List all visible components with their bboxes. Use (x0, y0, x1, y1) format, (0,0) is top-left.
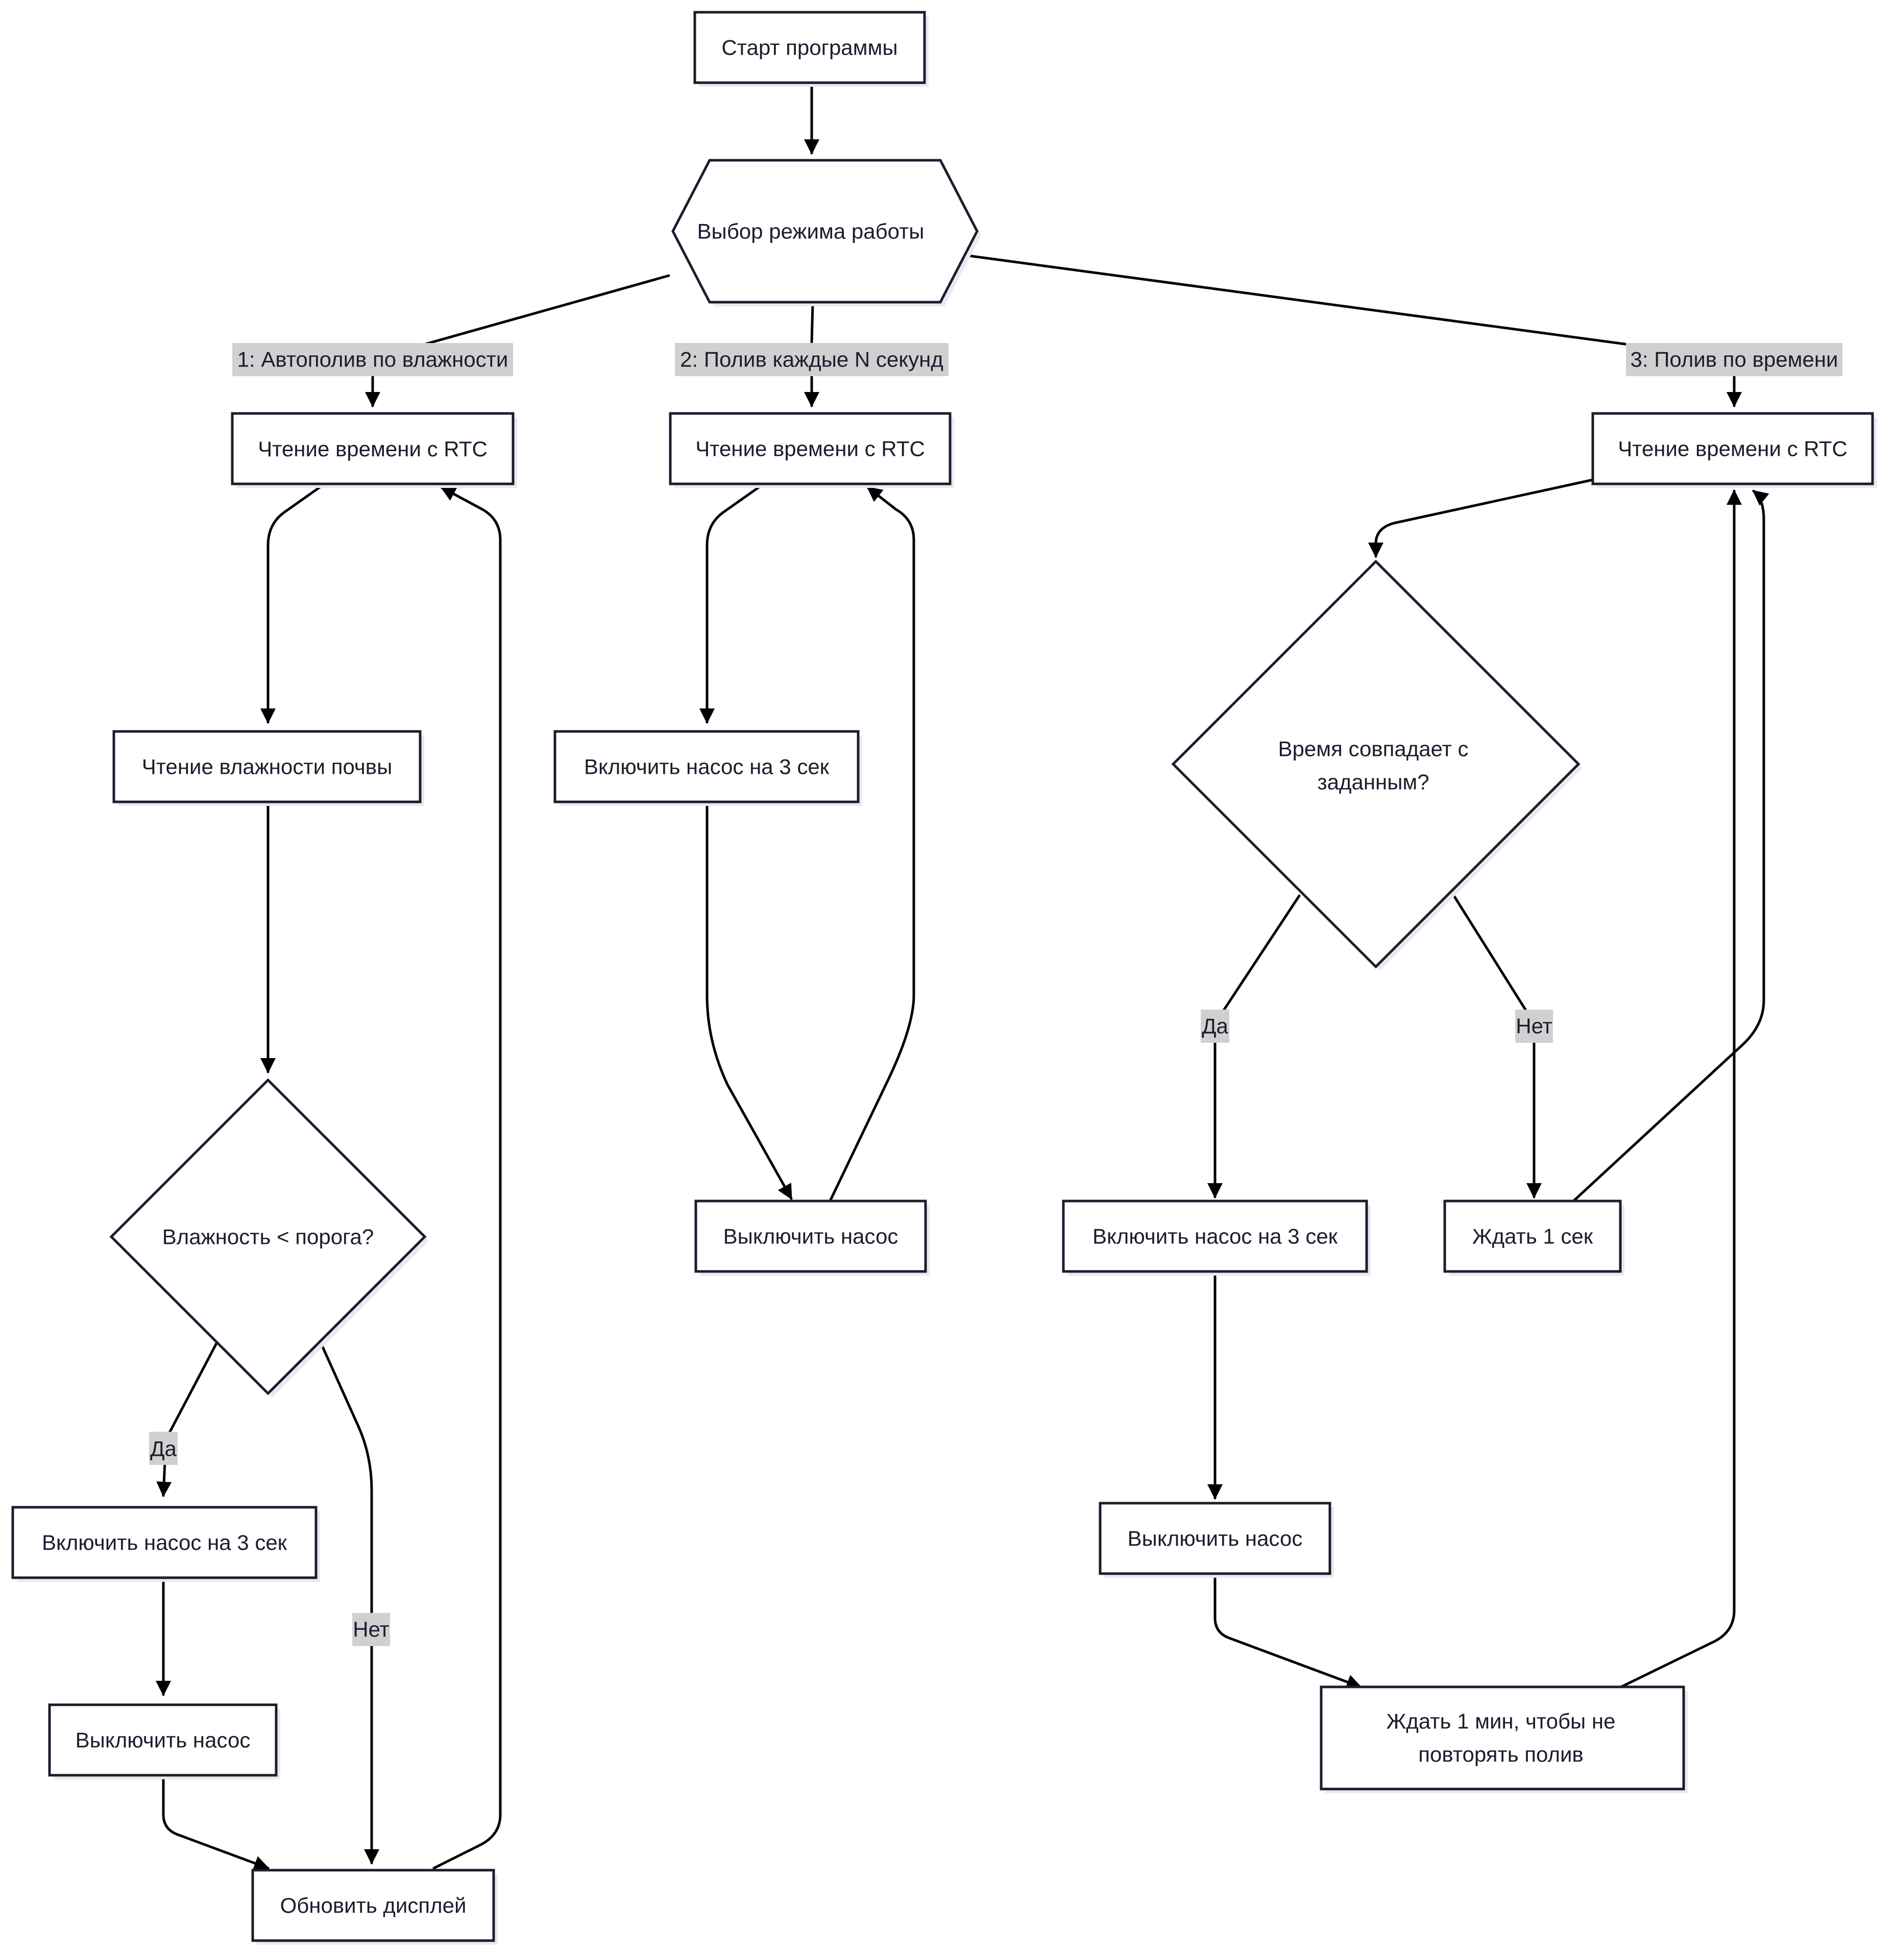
node-m3-check-label-line1: Время совпадает с (1278, 737, 1469, 761)
node-m2-pump-off: Выключить насос (694, 1199, 930, 1276)
edge-label-mode2: 2: Полив каждые N секунд (680, 348, 943, 372)
node-m3-pump-on-label: Включить насос на 3 сек (1092, 1224, 1338, 1248)
edge-labels: 1: Автополив по влажности 2: Полив кажды… (149, 343, 1842, 1646)
edge-label-mode3: 3: Полив по времени (1631, 348, 1838, 372)
edge-mode-to-m2 (812, 302, 813, 406)
edges (156, 83, 1769, 1871)
node-mode-select-label: Выбор режима работы (697, 219, 925, 243)
node-start: Старт программы (693, 11, 929, 87)
edge-label-m1-yes: Да (150, 1437, 177, 1461)
node-m3-pump-off: Выключить насос (1099, 1502, 1334, 1578)
node-m2-pump-on-label: Включить насос на 3 сек (584, 755, 830, 779)
edge-label-m1-no: Нет (353, 1618, 390, 1641)
node-m3-check: Время совпадает с заданным? (1171, 559, 1583, 971)
edge-m3-wait-min-to-rtc (1614, 489, 1742, 1691)
node-m3-wait-sec: Ждать 1 сек (1443, 1199, 1624, 1276)
node-m1-check-label: Влажность < порога? (162, 1225, 374, 1249)
edge-m3-pump-off-to-wait-min (1213, 1577, 1362, 1689)
node-m1-rtc: Чтение времени с RTC (231, 412, 517, 488)
edge-m1-check-yes (156, 1341, 218, 1497)
node-m3-wait-sec-label: Ждать 1 сек (1472, 1224, 1593, 1248)
nodes: Старт программы Выбор режима работы Чтен… (11, 11, 1877, 1945)
node-m1-soil-label: Чтение влажности почвы (142, 755, 393, 779)
edge-m1-check-no (319, 1341, 379, 1865)
edge-m1-pump-off-to-display (162, 1774, 270, 1871)
node-m3-wait-min-label-line1: Ждать 1 мин, чтобы не (1387, 1709, 1616, 1733)
edge-m3-check-yes (1207, 894, 1301, 1198)
edge-m2-pump-off-to-rtc (828, 486, 915, 1204)
node-m2-pump-off-label: Выключить насос (723, 1224, 898, 1248)
node-mode-select: Выбор режима работы (671, 159, 981, 306)
node-m1-rtc-label: Чтение времени с RTC (258, 437, 488, 461)
node-m1-soil: Чтение влажности почвы (112, 730, 424, 806)
node-start-label: Старт программы (721, 36, 897, 60)
edge-mode-to-m3 (963, 254, 1734, 406)
edge-m3-rtc-to-check (1368, 478, 1594, 558)
edge-mode-to-m1 (373, 274, 670, 406)
node-m1-pump-on: Включить насос на 3 сек (11, 1506, 320, 1582)
node-m1-display: Обновить дисплей (251, 1869, 498, 1945)
edge-m2-pump-on-to-off (706, 801, 793, 1200)
node-m3-rtc: Чтение времени с RTC (1591, 412, 1877, 488)
node-m3-wait-min: Ждать 1 мин, чтобы не повторять полив (1320, 1685, 1688, 1793)
node-m1-pump-off-label: Выключить насос (76, 1728, 251, 1752)
node-m3-pump-on: Включить насос на 3 сек (1062, 1199, 1371, 1276)
node-m2-pump-on: Включить насос на 3 сек (553, 730, 862, 806)
node-m3-check-label-line2: заданным? (1317, 770, 1429, 794)
node-m2-rtc: Чтение времени с RTC (669, 412, 954, 488)
edge-m3-wait-sec-to-rtc (1571, 489, 1769, 1204)
edge-m2-rtc-to-pump-on (699, 484, 762, 724)
node-m2-rtc-label: Чтение времени с RTC (695, 437, 925, 461)
node-m3-wait-min-label-line2: повторять полив (1418, 1743, 1584, 1767)
edge-label-m3-no: Нет (1516, 1014, 1552, 1038)
node-m3-pump-off-label: Выключить насос (1128, 1527, 1303, 1551)
node-m1-check: Влажность < порога? (109, 1078, 429, 1398)
node-m1-display-label: Обновить дисплей (280, 1894, 467, 1918)
node-m3-rtc-label: Чтение времени с RTC (1618, 437, 1848, 461)
node-m1-pump-on-label: Включить насос на 3 сек (42, 1531, 287, 1555)
edge-label-m3-yes: Да (1202, 1014, 1228, 1038)
node-m1-pump-off: Выключить насос (48, 1703, 280, 1779)
edge-m1-display-to-rtc (432, 486, 502, 1870)
edge-m3-check-no (1452, 894, 1542, 1198)
edge-m1-rtc-to-soil (260, 484, 323, 724)
edge-label-mode1: 1: Автополив по влажности (237, 348, 508, 372)
